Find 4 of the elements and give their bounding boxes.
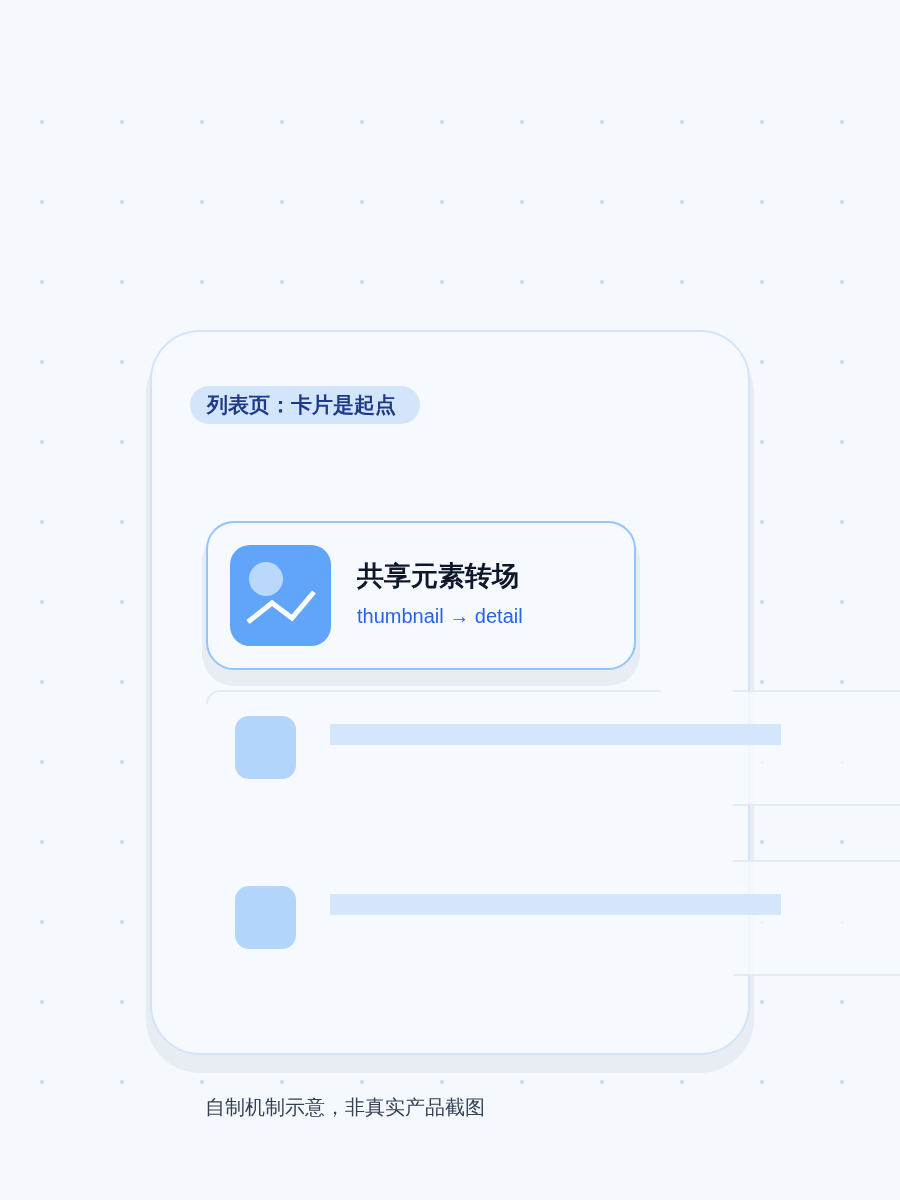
tag: 列表页：卡片是起点 (190, 386, 420, 424)
card-title: 共享元素转场 (357, 560, 519, 593)
caption: 自制机制示意，非真实产品截图 (205, 1095, 485, 1120)
card-subtitle: thumbnail → detail (357, 604, 523, 628)
